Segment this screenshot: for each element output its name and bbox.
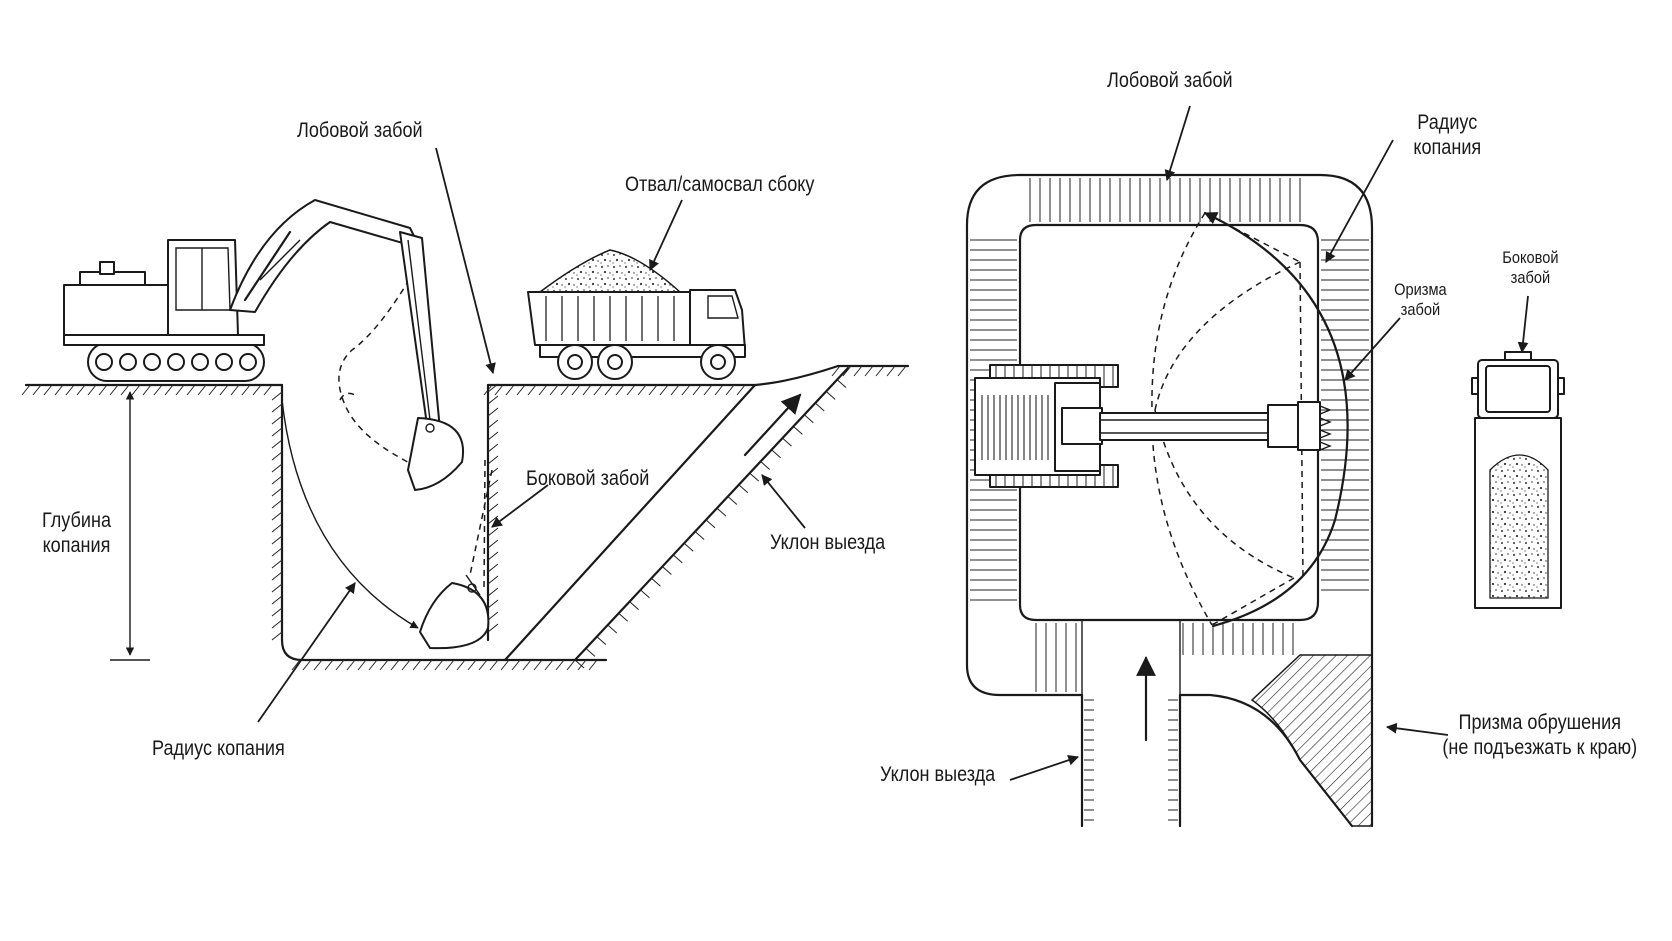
left-pointers — [257, 147, 806, 723]
label-dig-radius-right-line2: копания — [1413, 136, 1482, 160]
label-frontal-face-left: Лобовой забой — [297, 119, 423, 142]
truck-top — [1471, 351, 1565, 609]
plan-inner-edge — [1018, 223, 1320, 622]
label-dig-depth-line2: копания — [42, 534, 111, 558]
side-face-dashed — [469, 469, 493, 576]
excavator-side — [63, 199, 464, 491]
label-collapse-prism-line2: (не подъезжать к краю) — [1442, 736, 1638, 760]
label-dig-depth: Глубина копания — [42, 508, 111, 558]
label-side-face-left: Боковой забой — [526, 467, 650, 490]
collapse-prism — [1250, 654, 1373, 827]
label-dump-truck-side: Отвал/самосвал сбоку — [625, 173, 815, 196]
dig-radius-arc — [281, 399, 419, 629]
dump-truck — [527, 249, 746, 380]
side-section — [21, 147, 910, 723]
ground-line — [21, 364, 910, 396]
label-collapse-prism-line1: Призма обрушения — [1458, 711, 1622, 734]
label-dig-radius-right-line1: Радиус — [1417, 111, 1478, 134]
label-prism-face: Оризма забой — [1386, 280, 1455, 321]
bucket-low — [419, 574, 490, 650]
label-side-face-right-line2: забой — [1510, 268, 1551, 288]
label-dig-radius-right: Радиус копания — [1400, 110, 1495, 160]
label-exit-slope-right: Уклон выезда — [880, 763, 996, 786]
ramp-direction-arrow — [743, 393, 802, 457]
label-side-face-right: Боковой забой — [1496, 248, 1565, 289]
label-collapse-prism: Призма обрушения (не подъезжать к краю) — [1440, 710, 1640, 760]
label-dig-radius-left: Радиус копания — [152, 737, 285, 760]
label-prism-face-line2: забой — [1400, 300, 1441, 320]
label-side-face-right-line1: Боковой — [1502, 248, 1559, 267]
label-exit-slope-left: Уклон выезда — [770, 531, 886, 554]
plan-view — [965, 105, 1565, 828]
pit-outline — [271, 366, 850, 671]
label-frontal-face-right: Лобовой забой — [1107, 69, 1233, 92]
right-pointers — [1009, 105, 1529, 781]
excavator-top — [974, 364, 1332, 488]
plan-outer-edge — [965, 173, 1374, 828]
label-prism-face-line1: Оризма — [1394, 280, 1447, 299]
bucket-trajectory — [338, 269, 421, 469]
depth-dimension — [110, 391, 150, 661]
label-dig-depth-line1: Глубина — [42, 509, 111, 532]
truck-load — [537, 249, 682, 293]
